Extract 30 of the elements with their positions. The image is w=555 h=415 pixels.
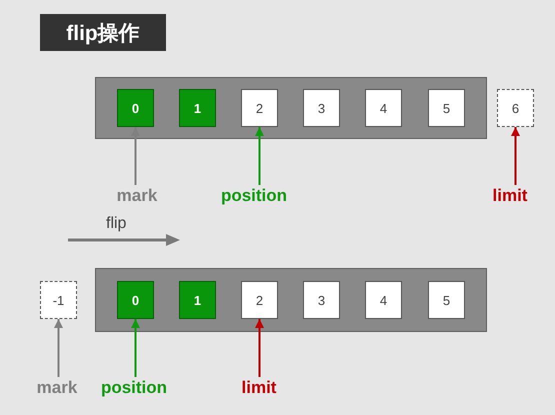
pointer-arrow	[255, 319, 264, 377]
pointer-label: position	[100, 378, 168, 398]
buffer-bar	[95, 77, 487, 139]
pointer-arrow	[131, 319, 140, 377]
pointer-label: limit	[242, 378, 276, 398]
buffer-cell: 3	[303, 89, 340, 127]
dashed-cell: -1	[40, 281, 77, 319]
title-heading: flip操作	[40, 14, 166, 51]
operation-label: flip	[106, 215, 126, 234]
pointer-arrow	[255, 127, 264, 185]
buffer-cell: 5	[428, 89, 465, 127]
pointer-label: position	[220, 186, 288, 206]
pointer-label: mark	[36, 378, 78, 398]
buffer-cell: 2	[241, 281, 278, 319]
pointer-arrow	[511, 127, 520, 185]
pointer-arrow	[131, 127, 140, 185]
buffer-cell: 4	[365, 89, 402, 127]
buffer-cell: 3	[303, 281, 340, 319]
buffer-cell: 0	[117, 89, 154, 127]
buffer-cell: 5	[428, 281, 465, 319]
buffer-cell: 0	[117, 281, 154, 319]
buffer-cell: 2	[241, 89, 278, 127]
pointer-label: limit	[492, 186, 528, 206]
dashed-cell: 6	[497, 89, 534, 127]
buffer-bar	[95, 268, 487, 332]
buffer-cell: 4	[365, 281, 402, 319]
buffer-cell: 1	[179, 281, 216, 319]
buffer-cell: 1	[179, 89, 216, 127]
pointer-arrow	[54, 319, 63, 377]
pointer-label: mark	[116, 186, 158, 206]
